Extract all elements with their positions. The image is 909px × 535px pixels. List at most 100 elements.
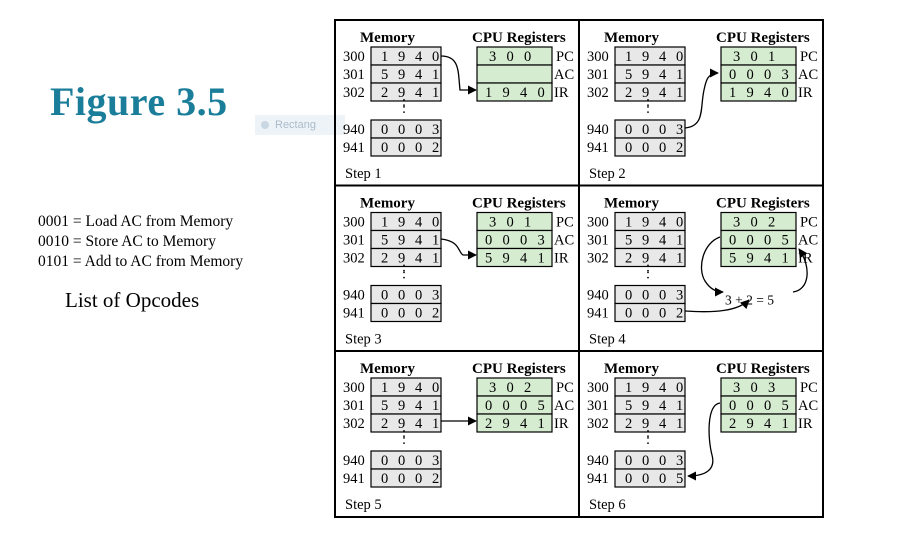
- memory-cell: [614, 302, 686, 323]
- memory-digit: 1: [676, 233, 683, 249]
- register-digit: 0: [747, 67, 754, 83]
- memory-address: 941: [343, 471, 365, 487]
- memory-digit: 9: [398, 49, 405, 65]
- memory-digit: 0: [625, 471, 632, 487]
- memory-cell: [614, 82, 686, 102]
- data-flow-arrow: [440, 238, 477, 260]
- cpu-registers-header: CPU Registers: [472, 30, 566, 46]
- cpu-registers-header: CPU Registers: [716, 361, 810, 377]
- memory-address: 301: [587, 398, 609, 414]
- cpu-registers-header: CPU Registers: [472, 361, 566, 377]
- memory-digit: 0: [676, 49, 683, 65]
- cpu-registers-header: CPU Registers: [472, 196, 566, 212]
- memory-digit: 3: [432, 122, 439, 138]
- register-digit: 3: [489, 49, 496, 65]
- memory-address: 300: [587, 49, 609, 65]
- memory-digit: 2: [432, 306, 439, 322]
- memory-address: 302: [587, 85, 609, 101]
- memory-digit: 1: [676, 416, 683, 432]
- memory-digit: 0: [642, 140, 649, 156]
- register-cell: [476, 247, 553, 268]
- memory-address: 302: [587, 416, 609, 432]
- memory-cell: [614, 413, 686, 433]
- memory-digit: 5: [625, 398, 632, 414]
- memory-digit: 1: [432, 67, 439, 83]
- memory-digit: 4: [659, 251, 667, 267]
- memory-digit: 0: [625, 306, 632, 322]
- memory-address: 302: [343, 416, 365, 432]
- register-digit: 0: [764, 67, 771, 83]
- register-digit: 1: [729, 85, 736, 101]
- register-digit: 0: [485, 233, 492, 249]
- register-name: AC: [798, 67, 818, 83]
- memory-digit: 0: [642, 306, 649, 322]
- register-name: PC: [556, 215, 574, 231]
- memory-digit: 4: [415, 251, 423, 267]
- memory-digit: 0: [642, 288, 649, 304]
- memory-digit: 0: [432, 380, 439, 396]
- step-label: Step 2: [589, 166, 626, 182]
- memory-digit: 4: [415, 380, 423, 396]
- memory-digit: 0: [432, 215, 439, 231]
- register-digit: 0: [520, 398, 527, 414]
- opcode-list-caption: List of Opcodes: [65, 288, 200, 312]
- register-digit: 2: [524, 380, 531, 396]
- memory-digit: 3: [676, 288, 683, 304]
- memory-header: Memory: [360, 30, 415, 46]
- memory-digit: 1: [625, 380, 632, 396]
- memory-header: Memory: [360, 361, 415, 377]
- register-cell: [720, 82, 797, 102]
- register-digit: 0: [503, 233, 510, 249]
- memory-digit: 0: [415, 471, 422, 487]
- memory-header: Memory: [604, 361, 659, 377]
- memory-digit: 4: [659, 233, 667, 249]
- memory-digit: 0: [659, 453, 666, 469]
- memory-digit: 0: [642, 122, 649, 138]
- register-digit: 0: [751, 49, 758, 65]
- memory-digit: 9: [642, 233, 649, 249]
- memory-digit: 0: [625, 453, 632, 469]
- memory-digit: 2: [432, 140, 439, 156]
- register-digit: 3: [733, 215, 740, 231]
- step-label: Step 6: [589, 497, 626, 513]
- memory-digit: 2: [381, 251, 388, 267]
- opcode-item: 0001 = Load AC from Memory: [38, 213, 234, 230]
- register-digit: 0: [507, 215, 514, 231]
- memory-address: 940: [343, 453, 365, 469]
- register-digit: 9: [503, 85, 510, 101]
- step-label: Step 3: [345, 332, 382, 348]
- register-digit: 0: [729, 67, 736, 83]
- memory-digit: 2: [625, 251, 632, 267]
- memory-digit: 0: [398, 140, 405, 156]
- memory-cell: [370, 82, 442, 102]
- memory-digit: 4: [659, 215, 667, 231]
- register-digit: 5: [729, 251, 736, 267]
- memory-header: Memory: [360, 196, 415, 212]
- register-digit: 0: [520, 233, 527, 249]
- memory-digit: 4: [659, 416, 667, 432]
- memory-cell: [614, 247, 686, 268]
- register-digit: 0: [538, 85, 545, 101]
- memory-digit: 4: [415, 49, 423, 65]
- memory-address: 301: [587, 233, 609, 249]
- memory-address: 302: [343, 85, 365, 101]
- memory-ellipsis: :: [402, 267, 406, 283]
- memory-digit: 9: [398, 380, 405, 396]
- memory-address: 301: [343, 67, 365, 83]
- memory-ellipsis: :: [646, 432, 650, 448]
- register-name: PC: [800, 380, 818, 396]
- register-digit: 5: [782, 233, 789, 249]
- register-digit: 2: [729, 416, 736, 432]
- register-digit: 1: [524, 215, 531, 231]
- memory-ellipsis: :: [402, 260, 406, 276]
- register-name: IR: [554, 251, 569, 267]
- memory-digit: 1: [381, 49, 388, 65]
- memory-digit: 4: [415, 67, 423, 83]
- memory-ellipsis: :: [402, 94, 406, 110]
- register-cell: [476, 413, 553, 433]
- register-name: PC: [556, 380, 574, 396]
